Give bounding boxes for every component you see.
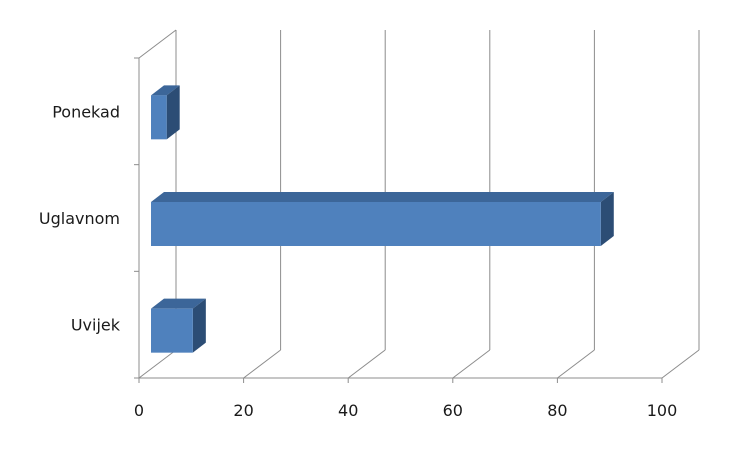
- axes: [134, 29, 663, 383]
- category-label: Uvijek: [71, 316, 121, 335]
- bar-side-face: [600, 192, 614, 246]
- floor-line-80: [557, 349, 595, 379]
- bars: [151, 85, 614, 353]
- floor-line-100: [661, 349, 700, 379]
- x-tick-label: 0: [134, 401, 144, 420]
- bar-side-face: [192, 298, 206, 353]
- bar-front-face: [151, 308, 193, 353]
- floor-line-60: [452, 349, 491, 379]
- bar-uvijek: [151, 298, 206, 353]
- bar-ponekad: [151, 85, 180, 140]
- bar-top-face: [151, 298, 206, 309]
- category-label: Ponekad: [52, 102, 120, 121]
- bar-top-face: [151, 192, 614, 202]
- bar-side-face: [166, 85, 180, 140]
- floor-line-0: [138, 349, 177, 379]
- category-label: Uglavnom: [39, 209, 120, 228]
- side-wall-top-edge: [138, 29, 177, 59]
- floor-line-40: [347, 349, 386, 379]
- bar-uglavnom: [151, 192, 614, 246]
- floor-line-20: [243, 349, 281, 379]
- x-tick-label: 60: [443, 401, 463, 420]
- x-tick-label: 40: [338, 401, 358, 420]
- grid-lines: [138, 30, 700, 379]
- bar-front-face: [151, 95, 167, 140]
- bar-front-face: [151, 202, 601, 246]
- x-tick-label: 20: [233, 401, 253, 420]
- bar-top-face: [151, 85, 180, 96]
- x-tick-label: 100: [647, 401, 678, 420]
- x-tick-label: 80: [547, 401, 567, 420]
